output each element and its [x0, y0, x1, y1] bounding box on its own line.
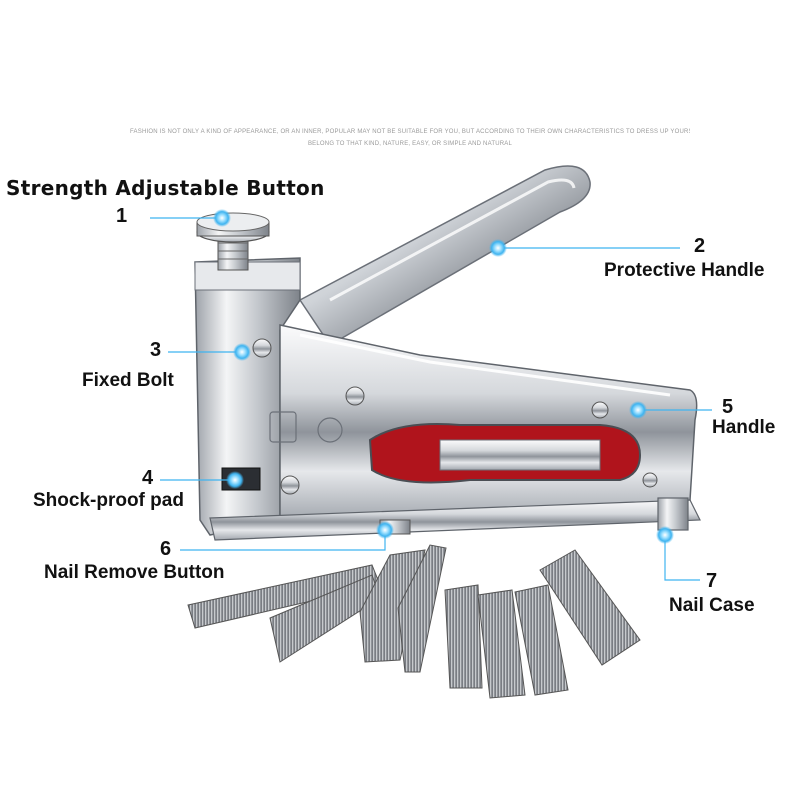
callout-2-number: 2: [694, 235, 706, 257]
main-body: [279, 324, 698, 521]
marker-dot-7: [656, 526, 674, 544]
strength-adjustable-button-label: Strength Adjustable Button: [6, 176, 325, 200]
marker-dot-1: [213, 209, 231, 227]
callout-2-label: Protective Handle: [604, 260, 765, 281]
tagline-line-2: BELONG TO THAT KIND, NATURE, EASY, OR SI…: [307, 141, 513, 147]
callout-1-number: 1: [116, 205, 128, 227]
marker-dot-5: [629, 401, 647, 419]
staple-strips-illustration: [187, 544, 641, 699]
callout-4-number: 4: [142, 467, 154, 489]
tagline-line-1: FASHION IS NOT ONLY A KIND OF APPEARANCE…: [130, 129, 690, 135]
marker-dot-3: [233, 343, 251, 361]
callout-7-number: 7: [706, 570, 718, 592]
nail-case-rail: [209, 499, 701, 541]
callout-5-label: Handle: [712, 417, 776, 438]
leader-7: [664, 535, 700, 581]
callout-4-label: Shock-proof pad: [33, 490, 184, 511]
marker-dot-2: [489, 239, 507, 257]
marker-dot-6: [376, 521, 394, 539]
callout-3-label: Fixed Bolt: [82, 370, 174, 391]
callout-3-number: 3: [150, 339, 162, 361]
callout-7-label: Nail Case: [669, 595, 755, 616]
marker-dots: [213, 209, 674, 544]
strength-adjustable-knob: [196, 212, 270, 271]
callout-6-number: 6: [160, 538, 172, 560]
protective-handle-shape: [298, 165, 591, 347]
marker-dot-4: [226, 471, 244, 489]
callout-6-label: Nail Remove Button: [44, 562, 225, 583]
staple-gun-illustration: [194, 165, 701, 541]
callout-5-number: 5: [722, 396, 734, 418]
